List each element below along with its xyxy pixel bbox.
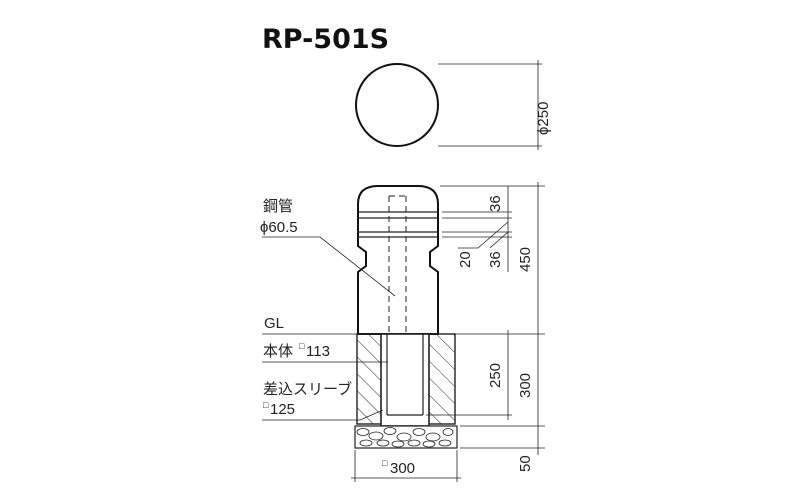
diameter-250-label: ϕ250 xyxy=(535,102,552,135)
vertical-dimensions xyxy=(426,182,545,455)
dim-20: 20 xyxy=(457,251,474,268)
sleeve-insert xyxy=(380,333,430,427)
dim-36-top: 36 xyxy=(487,195,504,212)
sleeve-square-symbol: □ xyxy=(263,400,269,410)
gl-label: GL xyxy=(264,315,284,332)
sleeve-size-label: 125 xyxy=(270,401,295,418)
steel-pipe-dia-label: ϕ60.5 xyxy=(260,219,298,236)
dim-450: 450 xyxy=(517,247,534,272)
drawing-title: RP-501S xyxy=(262,24,389,55)
sleeve-label: 差込スリーブ xyxy=(263,380,352,398)
base-square-symbol: □ xyxy=(382,458,388,468)
dim-50: 50 xyxy=(517,455,534,472)
bollard-body-outline xyxy=(357,185,439,335)
dim-300-base: 300 xyxy=(390,460,415,477)
body-square-symbol: □ xyxy=(299,341,305,351)
body-label: 本体 xyxy=(263,343,293,360)
dim-250: 250 xyxy=(487,363,504,388)
top-view-circle xyxy=(355,63,439,147)
dim-300-vertical: 300 xyxy=(517,373,534,398)
body-size-label: 113 xyxy=(306,343,330,360)
steel-pipe-label: 鋼管 xyxy=(263,198,293,215)
gravel-base xyxy=(354,425,458,449)
dim-36-bottom: 36 xyxy=(487,251,504,268)
base-width-dimension xyxy=(351,450,461,482)
